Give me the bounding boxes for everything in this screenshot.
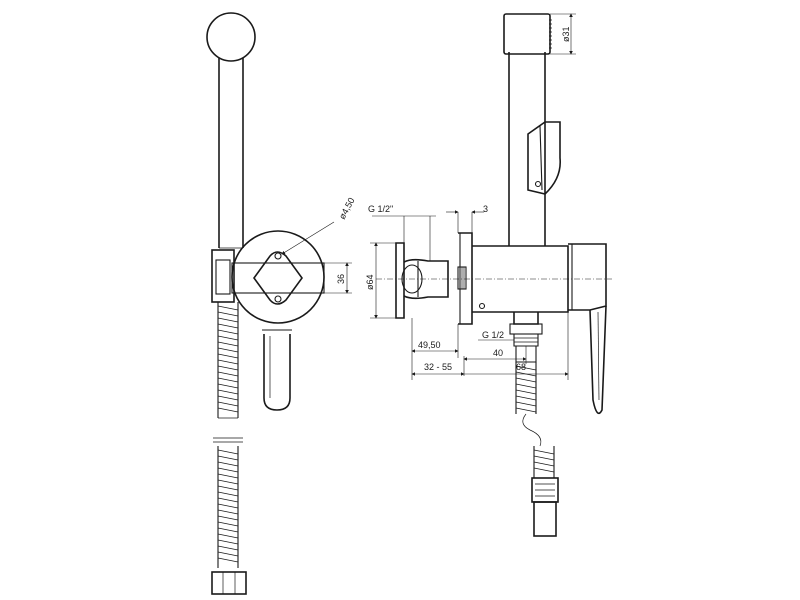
dim-plate-height: 36 <box>336 274 346 284</box>
cartridge <box>395 242 405 319</box>
dim-hole-diameter: ø4,50 <box>337 196 357 221</box>
holder-bracket <box>211 249 235 303</box>
dim-depth: 49,50 <box>418 340 441 350</box>
hose-upper <box>217 302 239 419</box>
valve-lever <box>263 334 291 411</box>
dim-offset-small: 3 <box>483 204 488 214</box>
handset-nozzle <box>503 13 551 55</box>
mounting-plate <box>253 251 303 305</box>
handset-head <box>206 12 256 62</box>
dim-thread-top: G 1/2" <box>368 204 393 214</box>
wall-flange <box>231 230 325 324</box>
dim-thread-hose: G 1/2 <box>482 330 504 340</box>
dim-outlet-40: 40 <box>493 348 503 358</box>
trigger <box>527 121 562 195</box>
dim-adjust-range: 32 - 55 <box>424 362 452 372</box>
hose-connector <box>513 312 539 325</box>
side-flange <box>458 232 473 325</box>
hose-lower <box>217 446 239 568</box>
hose-nut <box>211 571 247 595</box>
side-view: ø31 G 1/2" 3 ø64 49,50 G 1/2 40 32 <box>365 13 612 537</box>
dim-flange-diameter: ø64 <box>365 274 375 290</box>
lever-cap <box>568 243 607 311</box>
dim-handset-diameter: ø31 <box>561 26 571 42</box>
lever-handle <box>589 305 607 415</box>
handset-body <box>218 58 244 248</box>
dim-outlet-68: 68 <box>516 362 526 372</box>
handset-shaft <box>508 52 546 246</box>
front-view: ø4,50 36 <box>206 12 357 595</box>
